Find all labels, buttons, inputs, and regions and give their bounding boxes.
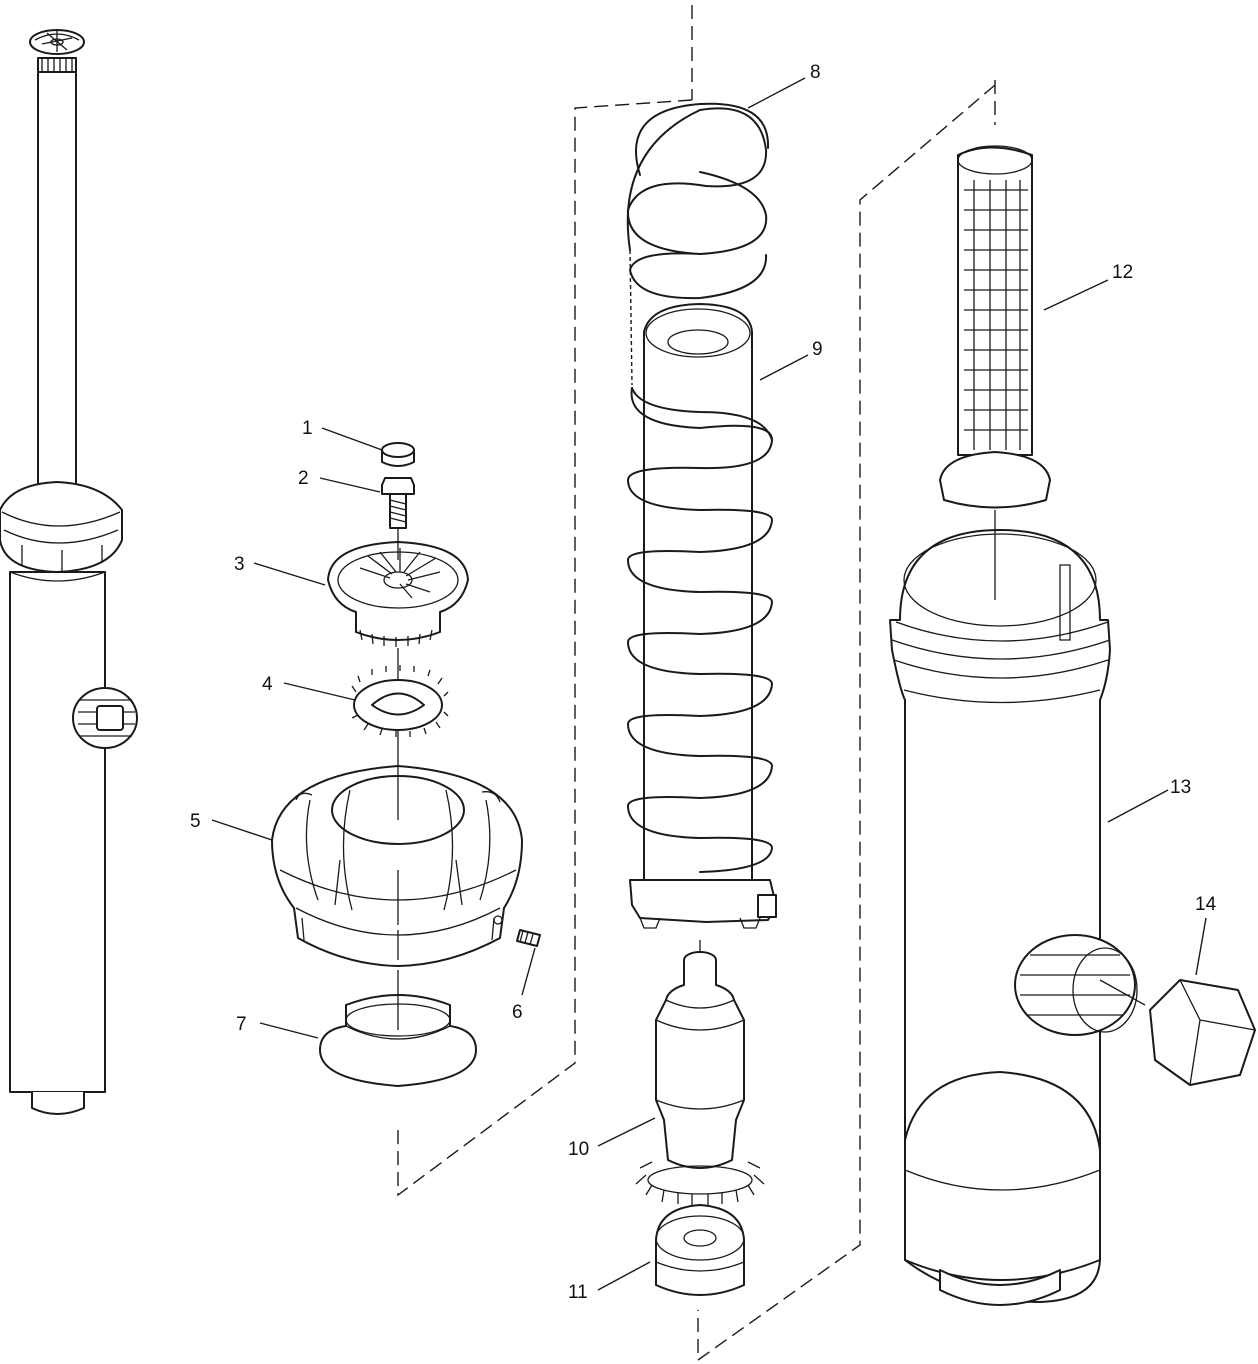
- assembled-sprinkler: [0, 29, 138, 1115]
- explode-guide-lines: [397, 5, 996, 1362]
- callout-5: 5: [190, 811, 201, 832]
- callout-4: 4: [262, 674, 273, 695]
- callout-9: 9: [812, 339, 823, 360]
- callout-12: 12: [1112, 262, 1133, 283]
- callout-10: 10: [568, 1139, 589, 1160]
- part-11-base-nut: [655, 1204, 745, 1296]
- part-7-seal-ring: [319, 994, 477, 1087]
- centerlines: [397, 510, 1146, 1030]
- part-12-filter-screen: [939, 145, 1051, 509]
- callout-14: 14: [1195, 894, 1217, 915]
- part-2-screw: [381, 477, 415, 529]
- callout-7: 7: [236, 1014, 247, 1035]
- callout-8: 8: [810, 62, 821, 83]
- part-13-case: [889, 529, 1111, 1306]
- callout-3: 3: [234, 554, 245, 575]
- callout-6: 6: [512, 1002, 523, 1023]
- callout-1: 1: [302, 418, 313, 439]
- callout-2: 2: [298, 468, 309, 489]
- part-5-housing-cap: [271, 765, 523, 967]
- callout-11: 11: [568, 1282, 588, 1303]
- leader-lines: [211, 77, 1207, 1291]
- part-9-riser: [627, 303, 777, 929]
- part-4-gear-washer: [351, 665, 449, 737]
- part-6-set-screw: [516, 929, 541, 947]
- part-1-cap: [381, 442, 415, 467]
- part-14-plug: [1014, 934, 1256, 1086]
- part-8-spring: [626, 102, 770, 386]
- callout-labels: 1 2 3 4 5 6 7 8 9 10 11 12 13 14: [190, 62, 1217, 1303]
- part-10-drive-assembly: [635, 951, 765, 1205]
- callout-13: 13: [1170, 777, 1191, 798]
